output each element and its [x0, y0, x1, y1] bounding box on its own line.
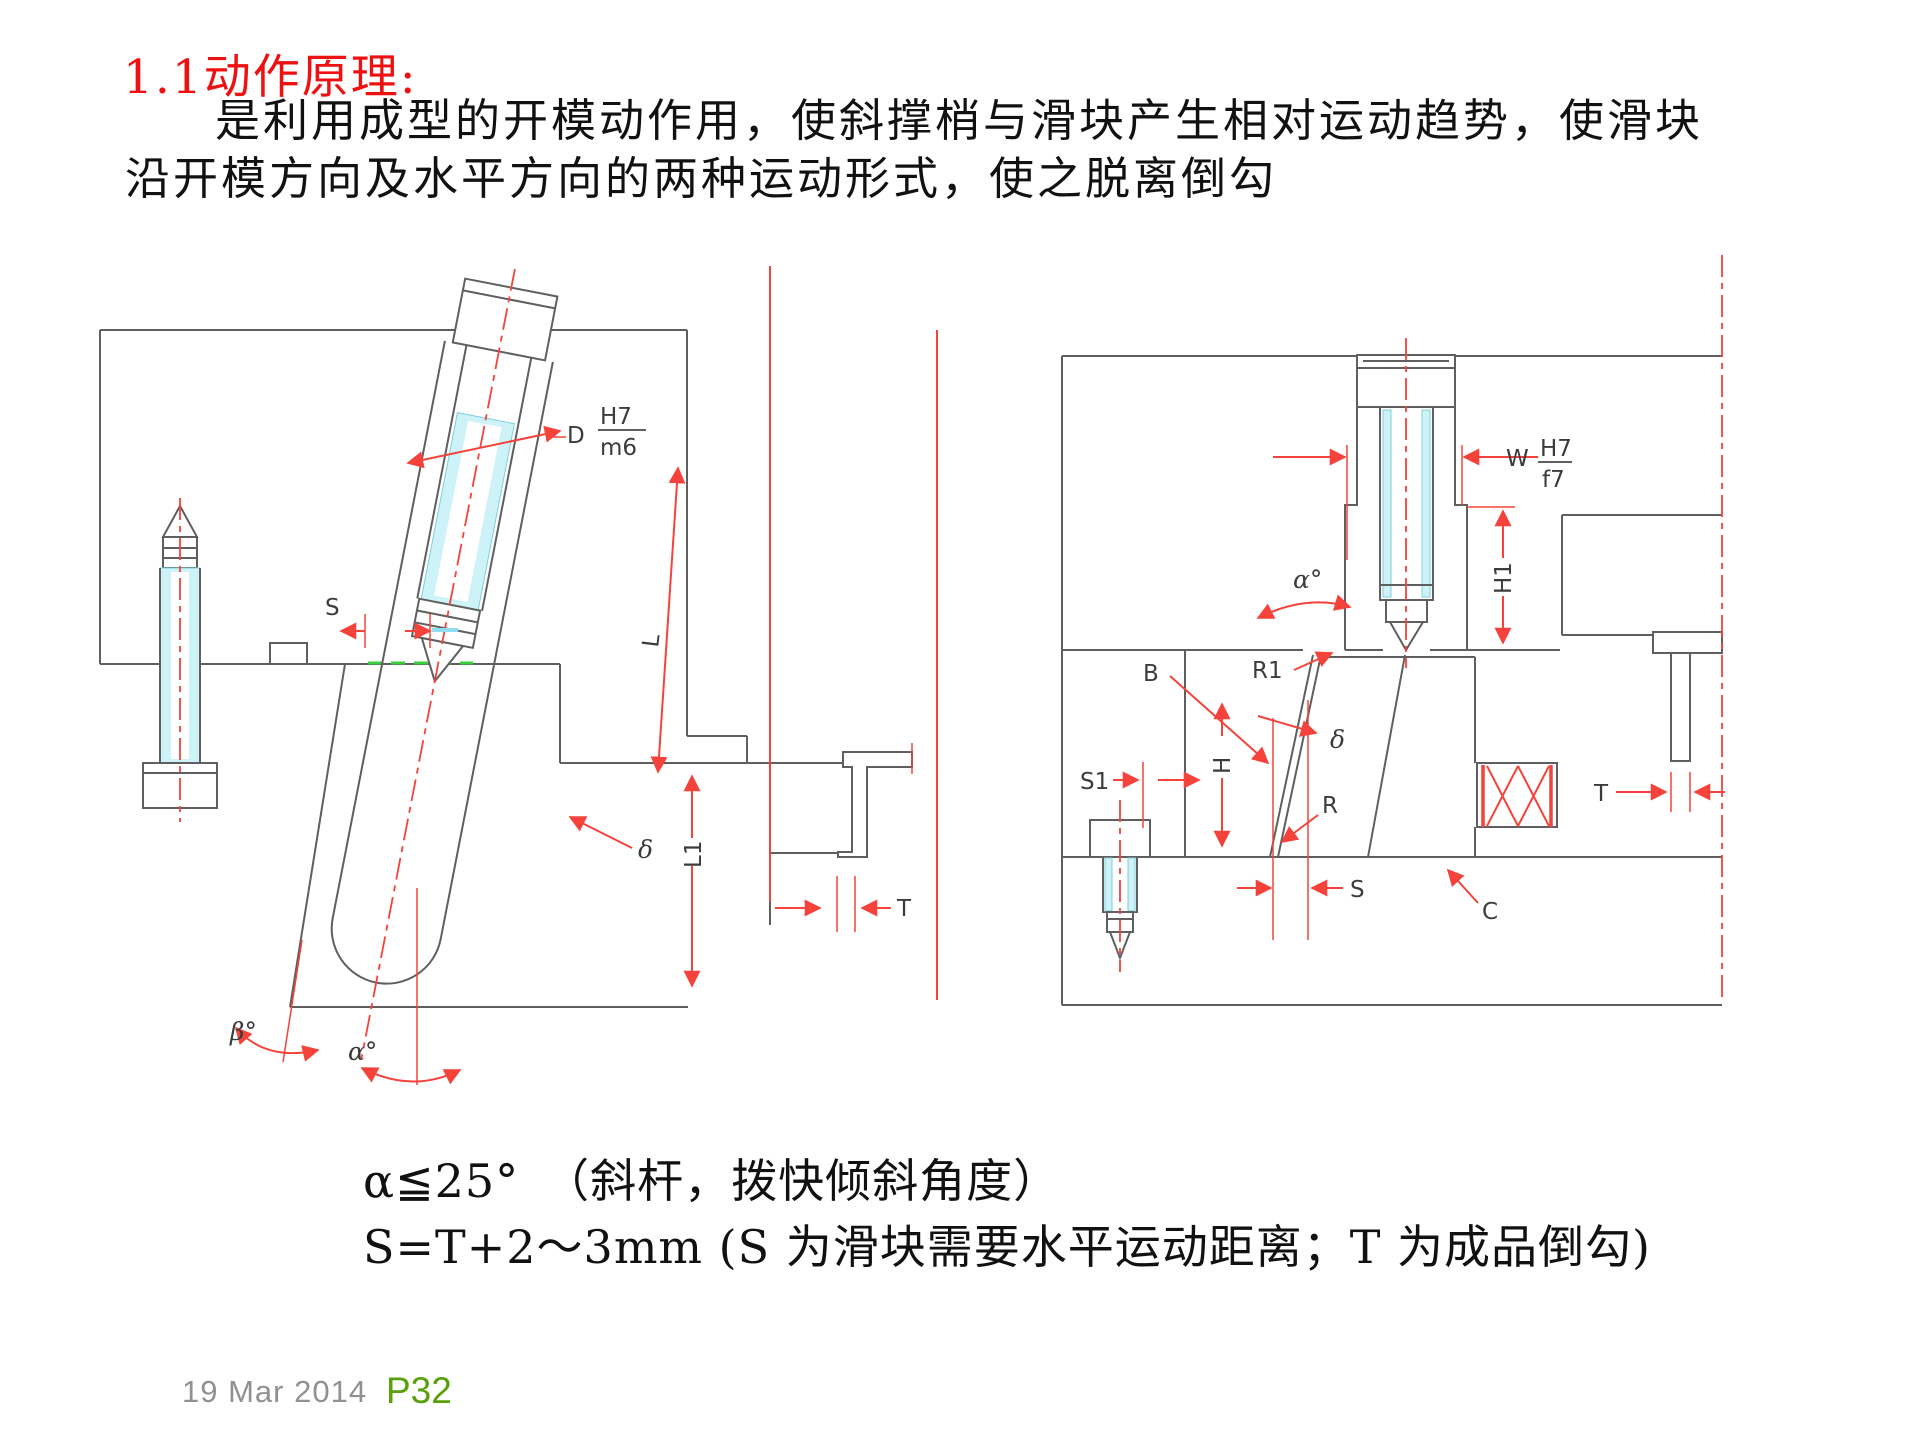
mold-plates-left — [99, 329, 843, 1008]
svg-text:δ: δ — [1330, 725, 1345, 754]
dim-b: B — [1143, 661, 1270, 765]
page-title: 1.1动作原理: — [123, 50, 418, 105]
svg-text:T: T — [896, 896, 912, 922]
dimensions-right: W H7 f7 H1 α° B R1 — [1080, 436, 1725, 940]
formula-block: α≦25° （斜杆，拨快倾斜角度） S=T+2～3mm (S 为滑块需要水平运动… — [363, 1148, 1651, 1280]
svg-text:α°: α° — [1293, 565, 1322, 594]
dim-c: C — [1446, 868, 1498, 925]
dim-t-left: T — [775, 876, 912, 932]
dim-alpha-angle-left: α° — [348, 888, 462, 1085]
small-bolt — [1089, 800, 1151, 972]
spring-element — [1476, 762, 1558, 828]
svg-text:H: H — [1210, 757, 1236, 774]
dim-l1: L1 — [681, 774, 707, 988]
dim-d-fit: D H7 m6 — [406, 404, 646, 469]
svg-text:B: B — [1143, 661, 1159, 687]
footer-page-number: P32 — [386, 1370, 452, 1411]
dim-alpha-angle-right: α° — [1256, 565, 1352, 619]
svg-text:S1: S1 — [1080, 769, 1109, 795]
svg-text:W: W — [1506, 446, 1529, 472]
svg-text:L1: L1 — [681, 841, 707, 868]
svg-text:T: T — [1593, 781, 1609, 807]
dim-t-right: T — [1593, 772, 1725, 812]
svg-text:S: S — [325, 595, 340, 621]
svg-text:H1: H1 — [1491, 562, 1517, 594]
svg-text:H7: H7 — [1540, 436, 1572, 462]
dim-s1: S1 — [1080, 762, 1201, 828]
slider-block — [1269, 654, 1476, 858]
dim-h: H — [1210, 702, 1236, 848]
svg-text:f7: f7 — [1542, 467, 1565, 493]
body-paragraph: 是利用成型的开模动作用，使斜撑梢与滑块产生相对运动趋势，使滑块 沿开模方向及水平… — [125, 92, 1765, 208]
dim-beta-angle: β° — [229, 939, 320, 1063]
svg-text:R1: R1 — [1252, 658, 1283, 684]
svg-text:L: L — [638, 633, 665, 649]
svg-text:m6: m6 — [600, 435, 637, 461]
product-part — [1652, 631, 1723, 762]
svg-text:C: C — [1482, 899, 1498, 925]
dim-delta-left: δ — [568, 816, 653, 864]
diagram-left-inclined-pin-section: D H7 m6 S L L1 — [99, 266, 913, 1085]
dim-s-left: S — [325, 595, 458, 648]
svg-text:δ: δ — [638, 835, 653, 864]
dim-r: R — [1280, 793, 1338, 844]
centerlines-right — [936, 255, 1723, 1000]
dim-delta-right: δ — [1257, 715, 1345, 754]
diagram-right-slider-section: W H7 f7 H1 α° B R1 — [936, 255, 1725, 1006]
svg-text:R: R — [1322, 793, 1338, 819]
dim-r1: R1 — [1252, 651, 1334, 684]
return-pin — [142, 498, 218, 822]
body-line-2: 沿开模方向及水平方向的两种运动形式，使之脱离倒勾 — [125, 152, 1278, 205]
svg-text:β°: β° — [229, 1017, 257, 1046]
vertical-bolt — [1356, 338, 1456, 668]
dim-s-right: S — [1237, 700, 1365, 940]
svg-text:S: S — [1350, 877, 1365, 903]
footer-date: 19 Mar 2014 — [182, 1374, 368, 1409]
svg-text:D: D — [567, 423, 585, 449]
dimensions-left: D H7 m6 S L L1 — [229, 404, 912, 1085]
dim-l: L — [638, 466, 686, 774]
svg-text:α°: α° — [348, 1037, 377, 1066]
body-line-1: 是利用成型的开模动作用，使斜撑梢与滑块产生相对运动趋势，使滑块 — [215, 94, 1704, 147]
formula-line-1: α≦25° （斜杆，拨快倾斜角度） — [363, 1154, 1061, 1208]
svg-text:H7: H7 — [600, 404, 632, 430]
dim-h1: H1 — [1467, 506, 1517, 645]
formula-line-2: S=T+2～3mm (S 为滑块需要水平运动距离；T 为成品倒勾) — [363, 1220, 1652, 1274]
screw-centerline — [360, 268, 516, 1059]
dim-w-fit: W H7 f7 — [1273, 436, 1572, 560]
